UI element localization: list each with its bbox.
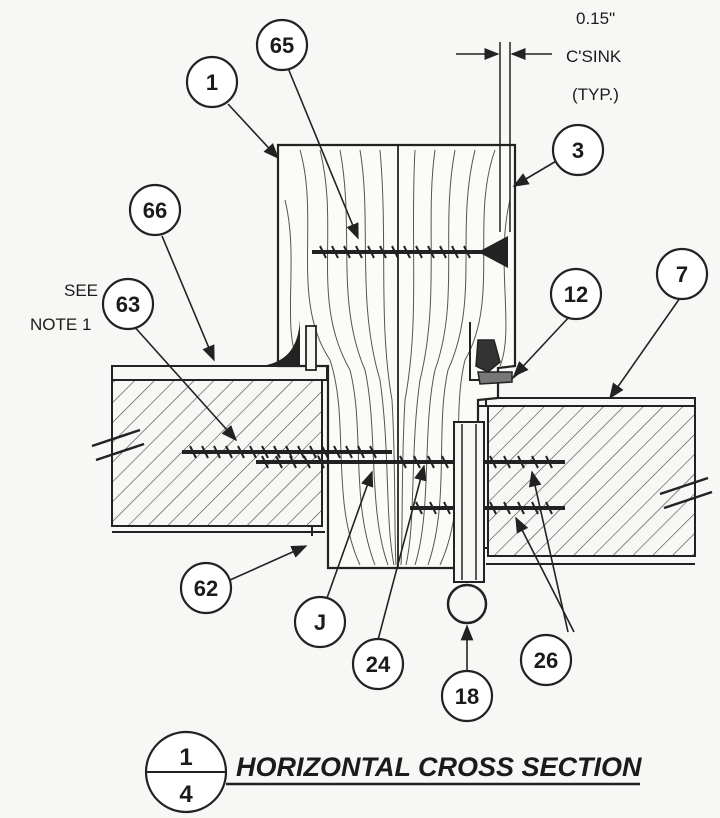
- csink-label-text: C'SINK: [566, 47, 622, 66]
- callout-7: 7: [655, 247, 709, 301]
- leader-lines: [131, 67, 681, 670]
- callout-63-label: 63: [116, 292, 140, 317]
- screw-65: [312, 236, 508, 268]
- callout-1: 1: [185, 55, 239, 109]
- callout-66-label: 66: [143, 198, 167, 223]
- trim-12: [469, 322, 521, 385]
- callout-26-label: 26: [534, 648, 558, 673]
- csink-typ-text: (TYP.): [572, 85, 619, 104]
- drawing-title: HORIZONTAL CROSS SECTION: [236, 752, 642, 782]
- csink-dimension: 0.15" C'SINK (TYP.): [456, 9, 622, 232]
- detail-number: 1: [179, 744, 192, 771]
- callout-12-label: 12: [564, 282, 588, 307]
- callout-18: 18: [440, 669, 494, 723]
- callout-3-label: 3: [572, 138, 584, 163]
- break-symbol-right: [659, 476, 713, 510]
- see-text: SEE: [64, 281, 98, 300]
- callout-65: 65: [255, 18, 309, 72]
- callout-3: 3: [551, 123, 605, 177]
- callout-7-label: 7: [676, 262, 688, 287]
- callout-24-label: 24: [366, 652, 391, 677]
- sheet-number: 4: [179, 781, 193, 808]
- right-panel: [477, 397, 696, 565]
- callout-63: 63: [101, 277, 155, 331]
- hinge-pin-18: [446, 421, 488, 625]
- callout-12: 12: [549, 267, 603, 321]
- callout-24: 24: [351, 637, 405, 691]
- note-1-text: NOTE 1: [30, 315, 91, 334]
- title-block: 1 4 HORIZONTAL CROSS SECTION: [144, 730, 642, 814]
- trim-left: [305, 325, 317, 371]
- screw-24: [256, 455, 565, 469]
- callout-66: 66: [128, 183, 182, 237]
- callout-1-label: 1: [206, 70, 218, 95]
- screw-63: [182, 445, 392, 459]
- callout-62-label: 62: [194, 576, 218, 601]
- callout-26: 26: [519, 633, 573, 687]
- callout-J: J: [293, 595, 347, 649]
- callout-18-label: 18: [455, 684, 479, 709]
- csink-dim-text: 0.15": [576, 9, 615, 28]
- break-symbol-left: [91, 428, 145, 462]
- callout-J-label: J: [314, 610, 326, 635]
- callout-62: 62: [179, 561, 233, 615]
- callout-65-label: 65: [270, 33, 294, 58]
